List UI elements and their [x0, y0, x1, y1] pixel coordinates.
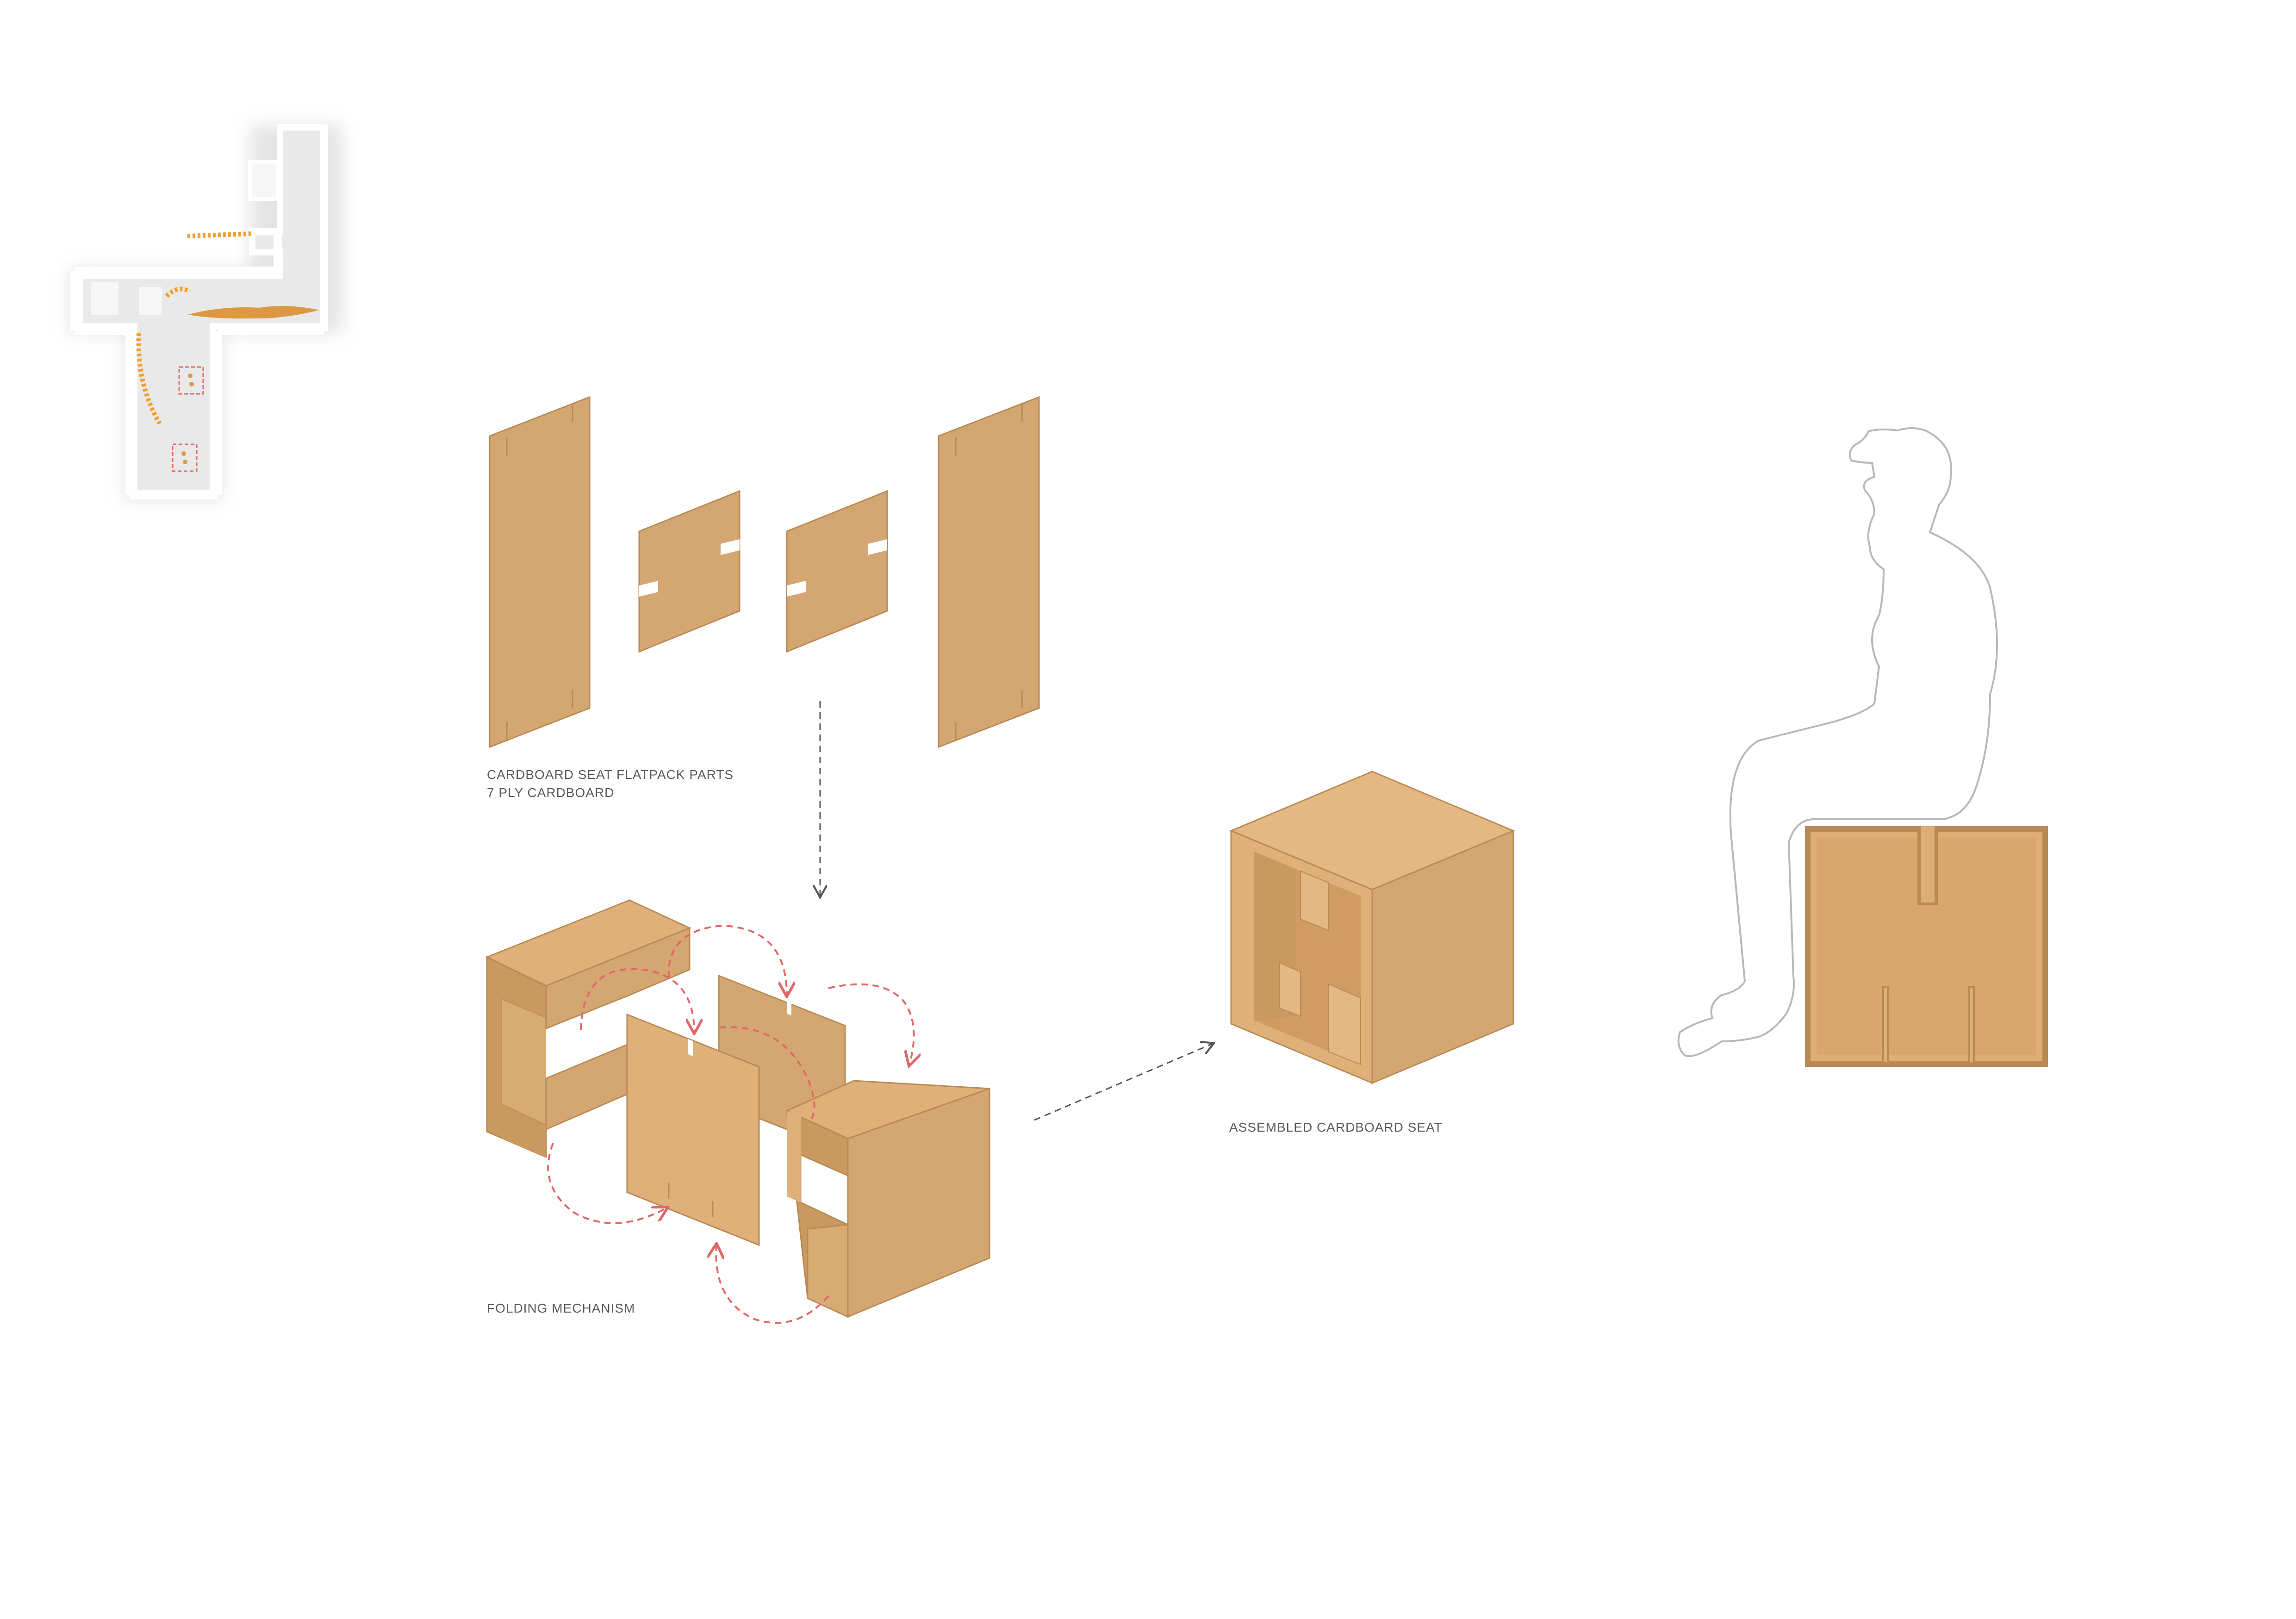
flatpack-panel-tall-left — [489, 396, 591, 748]
assembled-caption: ASSEMBLED CARDBOARD SEAT — [1229, 1120, 1443, 1134]
flatpack-panel-small-2 — [786, 490, 888, 653]
dashed-arrow-right-icon — [1034, 1044, 1213, 1121]
fold-left-ubox — [485, 899, 691, 1158]
flatpack-parts — [489, 396, 1040, 748]
seat-elevation — [1805, 826, 2048, 1067]
plan-route-left — [136, 333, 162, 425]
ply-caption: 7 PLY CARDBOARD — [487, 785, 614, 800]
plan-seat-marker-2 — [172, 443, 198, 472]
plan-route-blob — [187, 306, 319, 319]
key-plan — [69, 124, 342, 500]
folding-caption: FOLDING MECHANISM — [487, 1301, 635, 1315]
fold-right-ubox — [785, 1080, 990, 1318]
folding-mechanism — [485, 899, 990, 1324]
fold-panel-front — [626, 1013, 760, 1246]
flatpack-panel-small-1 — [638, 490, 740, 653]
flatpack-caption: CARDBOARD SEAT FLATPACK PARTS — [487, 767, 734, 782]
seated-person-silhouette-icon — [1677, 427, 1998, 1057]
dashed-curved-arrows-icon — [547, 924, 914, 1324]
plan-route-top — [187, 231, 253, 238]
flatpack-panel-tall-right — [938, 396, 1040, 748]
plan-seat-marker-1 — [178, 366, 204, 395]
assembled-seat — [1229, 771, 1515, 1084]
